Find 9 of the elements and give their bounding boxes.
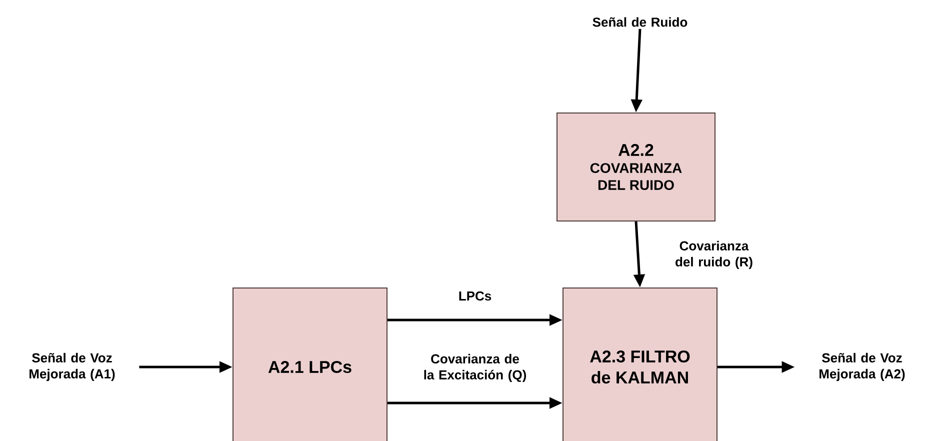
edge-label: Covarianza de la Excitación (Q)	[424, 354, 526, 382]
process-box: A2.3 FILTRO de KALMAN	[562, 288, 718, 441]
signal-label: Señal de Ruido	[592, 17, 688, 27]
edge-label: LPCs	[459, 291, 492, 301]
process-box: A2.2 COVARIANZA DEL RUIDO	[556, 112, 716, 222]
signal-label: Señal de Voz Mejorada (A2)	[820, 352, 905, 382]
signal-label: Señal de Voz Mejorada (A1)	[30, 352, 115, 382]
edge-label: Covarianza del ruido (R)	[676, 240, 752, 270]
process-box: A2.1 LPCs	[232, 288, 388, 441]
